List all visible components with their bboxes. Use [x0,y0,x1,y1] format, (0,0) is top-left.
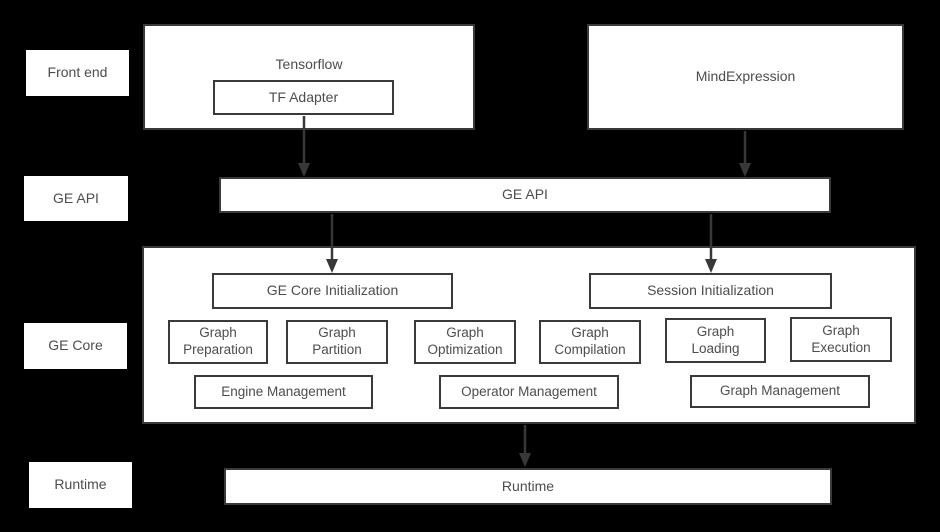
tensorflow-label: Tensorflow [275,56,343,72]
arrow-mindexpression-to-ge-api [739,131,751,177]
ge-core-initialization-box: GE Core Initialization [212,273,453,309]
operator-management-box: Operator Management [439,375,619,409]
row-label-ge-core: GE Core [24,323,127,369]
engine-management-box: Engine Management [194,375,373,409]
graph-compilation-box: Graph Compilation [539,320,641,364]
graph-preparation-box: Graph Preparation [168,320,268,364]
graph-loading-box: Graph Loading [665,318,766,363]
arrow-ge-core-to-runtime [519,425,531,467]
row-label-runtime: Runtime [29,462,132,508]
graph-optimization-box: Graph Optimization [414,320,516,364]
mindexpression-box: MindExpression [587,24,904,130]
session-initialization-box: Session Initialization [589,273,832,309]
graph-management-box: Graph Management [690,375,870,408]
row-label-ge-api: GE API [24,176,128,221]
ge-api-bar: GE API [219,177,831,213]
tf-adapter-box: TF Adapter [213,80,394,115]
row-label-front-end: Front end [26,50,129,96]
graph-partition-box: Graph Partition [286,320,388,364]
runtime-bar: Runtime [224,468,832,505]
graph-execution-box: Graph Execution [790,317,892,362]
